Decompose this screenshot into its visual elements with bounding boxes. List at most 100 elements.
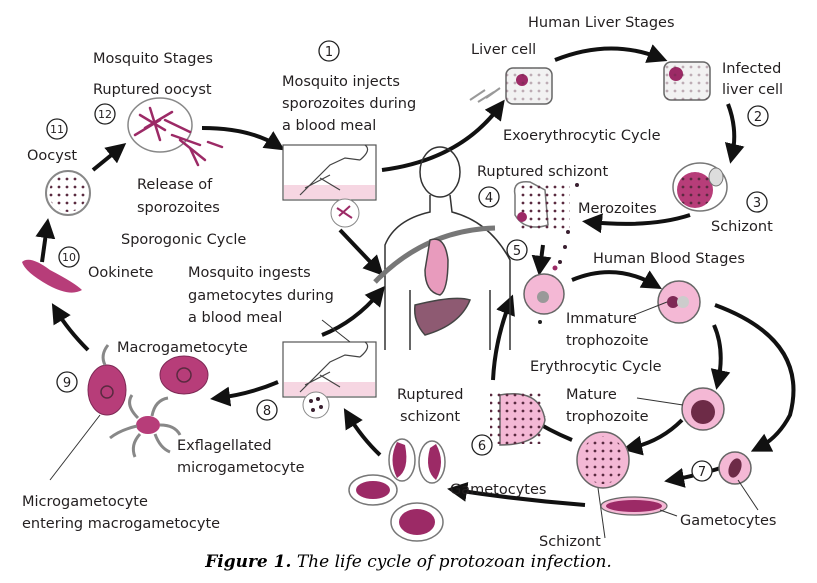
- step-1-number: 1: [325, 45, 333, 60]
- step-6-number: 6: [478, 439, 486, 454]
- step-11-number: 11: [50, 123, 64, 136]
- human-blood-stages-title: Human Blood Stages: [593, 251, 745, 267]
- step-7-number: 7: [698, 465, 706, 480]
- step-1-marker: [318, 40, 340, 62]
- gametocytes-right-label: Gametocytes: [680, 513, 776, 529]
- arrow-immature-to-mature: [710, 324, 731, 390]
- ookinete-label: Ookinete: [88, 265, 154, 281]
- oocyst-label: Oocyst: [27, 148, 77, 164]
- arrow-ruptured-to-ring: [491, 294, 515, 381]
- arrow-mosquito2-to-macro: [210, 380, 279, 407]
- immature-trophozoite-label-2: trophozoite: [566, 333, 649, 349]
- exoerythrocytic-cycle-title: Exoerythrocytic Cycle: [503, 128, 661, 144]
- ring-stage-rbc-illustration: [523, 265, 565, 324]
- step8-label-3: a blood meal: [188, 310, 282, 326]
- arrow-micro-to-ookinete: [51, 303, 90, 352]
- arrow-mature-to-schizont: [622, 418, 684, 456]
- step-2-marker: [747, 105, 769, 127]
- ruptured-liver-schizont-illustration: [513, 181, 579, 264]
- gametocytes-left-label: Gametocytes: [450, 482, 546, 498]
- arrow-mosquito1-to-liver: [381, 99, 505, 172]
- arrow-merozoites-down: [531, 244, 552, 276]
- cycle-arrows: [35, 44, 796, 507]
- step8-label-2: gametocytes during: [188, 288, 334, 304]
- human-liver-stages-title: Human Liver Stages: [528, 15, 675, 31]
- human-body-illustration: [373, 146, 511, 350]
- infected-liver-cell-illustration: [663, 61, 711, 101]
- step-10-marker: [58, 246, 80, 268]
- step-9-number: 9: [63, 376, 71, 391]
- step-3-number: 3: [753, 196, 761, 211]
- macrogametocyte-label: Macrogametocyte: [117, 340, 248, 356]
- blood-schizont-label: Schizont: [539, 534, 601, 550]
- step-8-number: 8: [263, 404, 271, 419]
- gametocytes-cluster-illustration: [348, 438, 446, 542]
- infected-liver-cell-label-1: Infected: [722, 61, 781, 77]
- step-10-number: 10: [62, 251, 76, 264]
- arrow-infected-to-schizont: [724, 103, 745, 164]
- mature-trophozoite-label-1: Mature: [566, 387, 617, 403]
- microgametocyte-entering-label-2: entering macrogametocyte: [22, 516, 220, 532]
- ruptured-blood-schizont-illustration: [490, 392, 546, 446]
- release-sporozoites-label-2: sporozoites: [137, 200, 220, 216]
- immature-trophozoite-label-1: Immature: [566, 311, 637, 327]
- exflagellated-microgametocyte-illustration: [109, 394, 182, 458]
- arrow-ring-to-immature: [571, 270, 662, 289]
- immature-trophozoite-illustration: [633, 280, 701, 324]
- step1-label-3: a blood meal: [282, 118, 376, 134]
- arrow-gam-to-mosquito2: [343, 408, 382, 457]
- step1-label-1: Mosquito injects: [282, 74, 400, 90]
- liver-cell-illustration: [505, 67, 553, 105]
- ruptured-oocyst-illustration: [127, 97, 224, 167]
- mature-trophozoite-illustration: [636, 387, 725, 431]
- step-7-marker: [691, 460, 713, 482]
- arrow-gametocyte-to-left: [447, 481, 586, 507]
- step-9-marker: [56, 371, 78, 393]
- ruptured-blood-schizont-label-2: schizont: [400, 409, 460, 425]
- arrow-immature-to-gametocyte: [714, 303, 796, 452]
- mosquito-stages-title: Mosquito Stages: [93, 51, 213, 67]
- release-sporozoites-label-1: Release of: [137, 177, 213, 193]
- step-12-number: 12: [98, 108, 112, 121]
- step-6-marker: [471, 434, 493, 456]
- liver-schizont-illustration: [672, 162, 728, 212]
- mosquito-ingesting-illustration: [282, 319, 377, 419]
- mosquito-injecting-illustration: [282, 144, 377, 228]
- oocyst-illustration: [45, 170, 91, 216]
- stage-labels: Ruptured oocyst Oocyst Release of sporoz…: [22, 42, 783, 550]
- erythrocytic-cycle-title: Erythrocytic Cycle: [530, 359, 662, 375]
- macrogametocyte-illustration: [159, 355, 209, 395]
- elongated-gametocyte-illustration: [600, 496, 678, 517]
- arrow-liver-to-infected: [554, 44, 668, 63]
- gametocyte-rbc-illustration: [718, 451, 759, 511]
- sporogonic-cycle-title: Sporogonic Cycle: [121, 232, 246, 248]
- exflagellated-label-1: Exflagellated: [177, 438, 272, 454]
- ookinete-illustration: [22, 259, 82, 293]
- mature-trophozoite-label-2: trophozoite: [566, 409, 649, 425]
- figure-caption-label: Figure 1.: [205, 552, 292, 572]
- step-markers: [46, 40, 769, 482]
- merozoites-label: Merozoites: [578, 201, 657, 217]
- step-12-marker: [94, 103, 116, 125]
- sporozoites-illustration: [469, 87, 501, 103]
- step1-label-2: sporozoites during: [282, 96, 416, 112]
- arrow-mosquito1-to-human: [338, 228, 384, 276]
- step-4-marker: [478, 186, 500, 208]
- figure-caption-text: The life cycle of protozoan infection.: [291, 552, 612, 572]
- step-8-marker: [256, 399, 278, 421]
- liver-cell-label: Liver cell: [471, 42, 536, 58]
- microgametocyte-entering-macro-illustration: [49, 344, 127, 481]
- liver-schizont-label: Schizont: [711, 219, 773, 235]
- microgametocyte-entering-label-1: Microgametocyte: [22, 494, 148, 510]
- ruptured-schizont-label: Ruptured schizont: [477, 164, 608, 180]
- arrow-ruptured-to-mosquito1: [201, 126, 285, 151]
- arrow-ookinete-to-oocyst: [35, 218, 56, 263]
- step-4-number: 4: [485, 191, 493, 206]
- step-3-marker: [746, 191, 768, 213]
- step-2-number: 2: [754, 110, 762, 125]
- infected-liver-cell-label-2: liver cell: [722, 82, 783, 98]
- arrow-mosquito2-to-human: [321, 285, 386, 337]
- figure-caption: Figure 1. The life cycle of protozoan in…: [0, 552, 817, 572]
- arrow-schizont-to-merozoites: [582, 213, 691, 234]
